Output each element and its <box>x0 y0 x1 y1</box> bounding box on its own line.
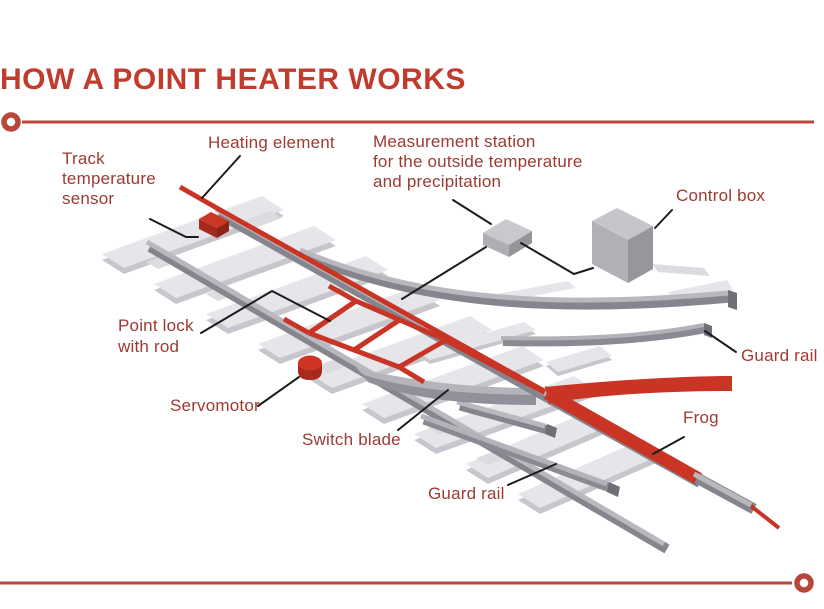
label-guard-rail-upper: Guard rail <box>741 346 818 365</box>
label-control-box: Control box <box>676 186 765 205</box>
label-track-temp-line2: temperature <box>62 169 156 188</box>
top-divider <box>1 112 814 132</box>
leader-guard-rail-upper <box>704 330 737 353</box>
label-measurement-line3: and precipitation <box>373 172 501 191</box>
heating-element-pipe <box>178 184 546 394</box>
leader-heating-element <box>201 155 241 199</box>
label-measurement-line2: for the outside temperature <box>373 152 583 171</box>
label-point-lock-line1: Point lock <box>118 316 194 335</box>
page-title: HOW A POINT HEATER WORKS <box>0 63 466 96</box>
leader-control-box <box>654 209 673 229</box>
servomotor-shape <box>298 355 322 380</box>
track-temperature-sensor-box <box>199 212 229 238</box>
lower-guard-rail <box>420 413 620 497</box>
label-guard-rail-lower: Guard rail <box>428 484 505 503</box>
closure-rail <box>456 399 557 438</box>
leader-measurement-station <box>452 199 492 225</box>
bottom-divider <box>0 573 814 593</box>
frog-shape <box>543 376 732 485</box>
leader-guard-rail-lower <box>507 463 557 486</box>
label-servomotor: Servomotor <box>170 396 260 415</box>
label-point-lock-line2: with rod <box>117 337 179 356</box>
label-measurement-line1: Measurement station <box>373 132 536 151</box>
control-box-shape <box>592 208 653 283</box>
divider-ring-icon <box>1 112 21 132</box>
leader-frog <box>652 436 685 455</box>
branch-rail <box>299 247 737 310</box>
label-switch-blade: Switch blade <box>302 430 401 449</box>
divider-ring-icon <box>794 573 814 593</box>
rail-end-beyond-frog <box>692 471 781 530</box>
connector-station-to-track <box>401 246 487 300</box>
diagram-labels: Track temperature sensor Heating element… <box>62 132 818 503</box>
switch-blade-shape <box>356 368 536 405</box>
connector-station-to-control-box <box>520 242 594 276</box>
leader-servomotor <box>257 376 300 407</box>
leader-point-lock <box>200 289 331 334</box>
leader-track-temp-sensor <box>149 218 199 238</box>
leader-switch-blade <box>397 389 449 431</box>
label-heating-element: Heating element <box>208 133 335 152</box>
label-track-temp-line1: Track <box>62 149 105 168</box>
label-frog: Frog <box>683 408 719 427</box>
label-track-temp-line3: sensor <box>62 189 114 208</box>
leader-lines <box>149 155 737 486</box>
measurement-station-box <box>483 219 532 257</box>
